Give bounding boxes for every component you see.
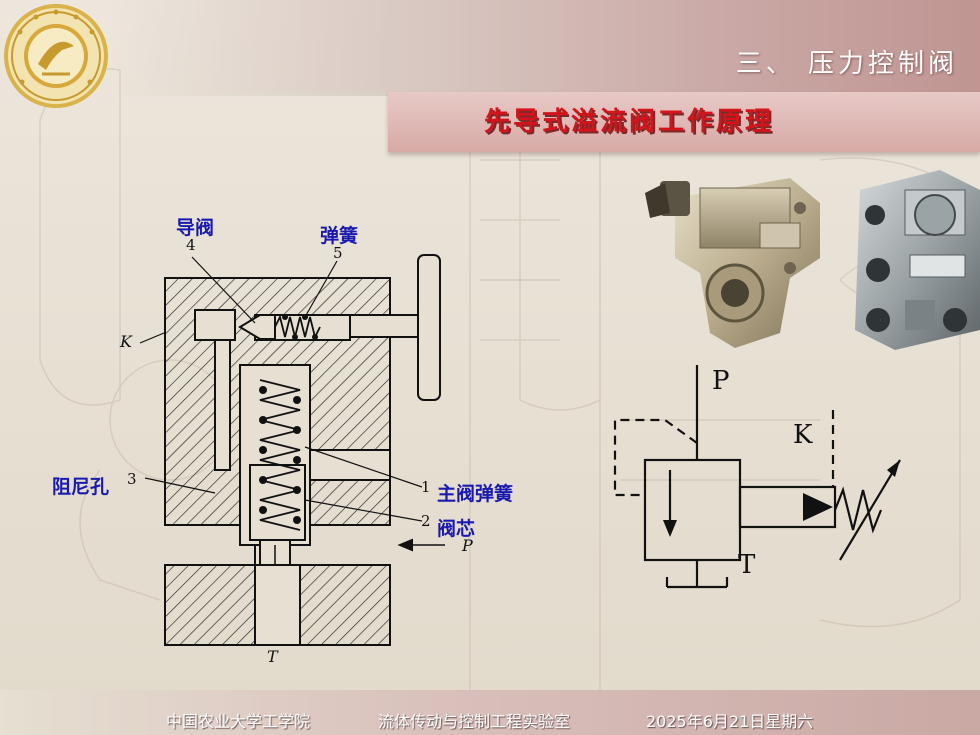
label-damping-hole: 阻尼孔 <box>52 476 110 498</box>
label-number-2: 2 <box>421 512 431 530</box>
header-band <box>110 0 980 92</box>
label-number-3: 3 <box>127 470 137 488</box>
section-title: 三、 压力控制阀 <box>735 49 958 79</box>
subtitle-banner: 先导式溢流阀工作原理 <box>388 92 980 152</box>
label-pilot-valve: 导阀 <box>176 217 215 239</box>
footer-lab: 流体传动与控制工程实验室 <box>378 712 571 731</box>
symbol-port-p: P <box>712 366 730 396</box>
footer-university: 中国农业大学工学院 <box>166 712 311 731</box>
footer-date: 2025年6月21日星期六 <box>646 712 814 731</box>
port-k-label: K <box>120 332 132 351</box>
college-logo <box>4 4 108 108</box>
valve-cross-section <box>139 254 445 646</box>
label-number-1: 1 <box>421 478 431 496</box>
relief-valve-symbol <box>613 365 901 589</box>
relief-valve-block-photo <box>855 170 980 350</box>
relief-valve-photo <box>645 178 820 348</box>
slide-subtitle: 先导式溢流阀工作原理 <box>483 107 774 137</box>
label-number-5: 5 <box>333 244 343 262</box>
label-spring: 弹簧 <box>320 225 359 247</box>
label-spool: 阀芯 <box>437 518 476 540</box>
port-t-label: T <box>267 647 278 666</box>
symbol-port-t: T <box>738 550 756 580</box>
symbol-port-k: K <box>793 420 813 450</box>
port-p-label: P <box>462 536 473 555</box>
label-number-4: 4 <box>186 236 196 254</box>
label-main-spring: 主阀弹簧 <box>437 483 514 505</box>
footer-band <box>0 690 980 735</box>
